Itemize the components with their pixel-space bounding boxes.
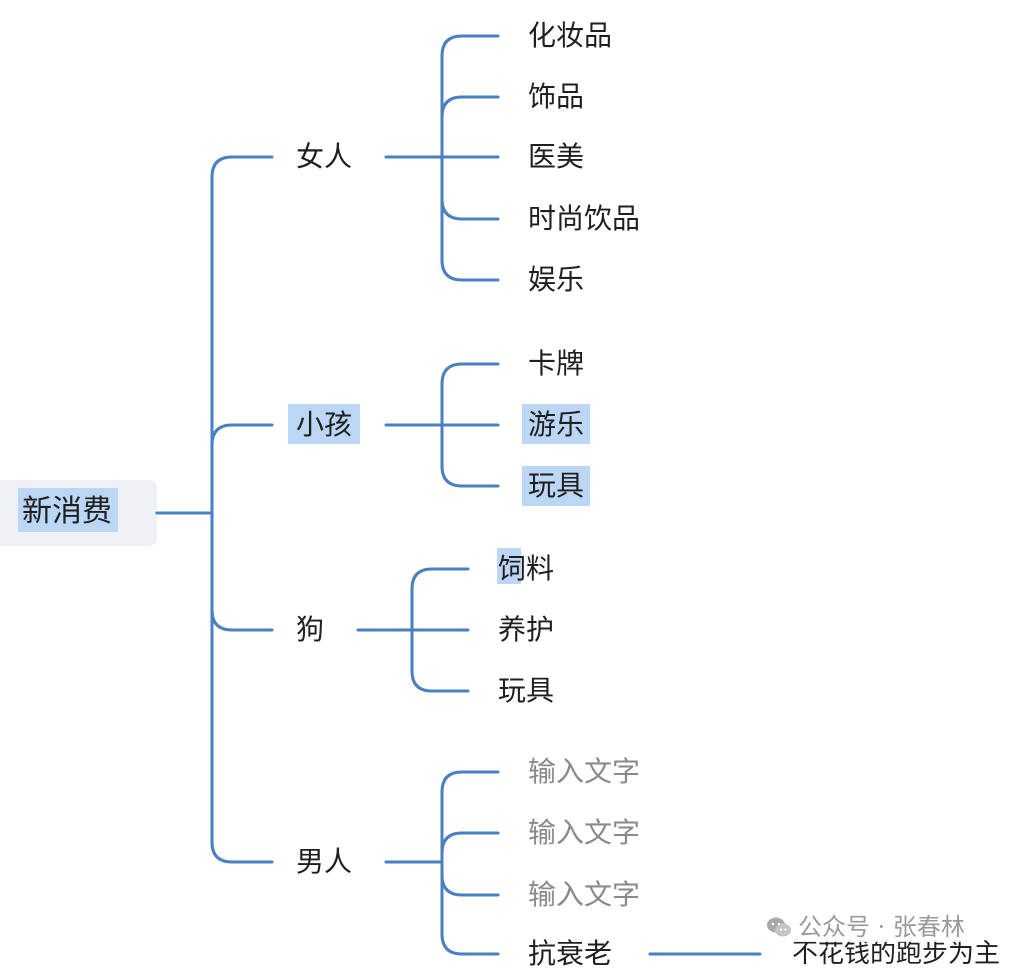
watermark-text: 公众号 · 张春林 bbox=[798, 913, 965, 941]
women-child-entertainment[interactable]: 娱乐 bbox=[528, 263, 585, 296]
branch-dog[interactable]: 狗 bbox=[296, 613, 325, 646]
branch-men[interactable]: 男人 bbox=[296, 845, 353, 878]
dog-child-feed[interactable]: 饲料 bbox=[498, 552, 555, 585]
men-child-placeholder-1[interactable]: 输入文字 bbox=[528, 755, 641, 788]
kids-child-cards[interactable]: 卡牌 bbox=[528, 347, 585, 380]
trunk-to-kids-line bbox=[210, 423, 274, 447]
wechat-icon bbox=[767, 917, 791, 937]
branch-women[interactable]: 女人 bbox=[296, 140, 353, 173]
women-child-cosmetics[interactable]: 化妆品 bbox=[528, 19, 613, 52]
child-highlight-amusement bbox=[522, 404, 590, 444]
root-text-highlight bbox=[18, 488, 118, 532]
women-bracket-line bbox=[440, 34, 500, 282]
trunk-to-dog-line bbox=[210, 608, 274, 632]
kids-child-toys[interactable]: 玩具 bbox=[528, 469, 585, 502]
women-to-drinks-line bbox=[440, 197, 500, 221]
dog-child-care[interactable]: 养护 bbox=[498, 613, 555, 646]
root-node-label[interactable]: 新消费 bbox=[22, 494, 112, 529]
dog-child-toys[interactable]: 玩具 bbox=[498, 674, 555, 707]
main-trunk-line bbox=[210, 155, 274, 864]
kids-child-amusement[interactable]: 游乐 bbox=[528, 408, 585, 441]
child-highlight-kids-toys bbox=[522, 466, 590, 506]
women-to-jewelry-line bbox=[440, 95, 500, 119]
men-child-placeholder-3[interactable]: 输入文字 bbox=[528, 878, 641, 911]
watermark: 公众号 · 张春林 bbox=[762, 912, 969, 942]
women-child-aesthetics[interactable]: 医美 bbox=[528, 140, 585, 173]
women-child-jewelry[interactable]: 饰品 bbox=[528, 80, 585, 113]
women-child-drinks[interactable]: 时尚饮品 bbox=[528, 202, 641, 235]
men-child-placeholder-2[interactable]: 输入文字 bbox=[528, 816, 641, 849]
kids-bracket-line bbox=[440, 362, 500, 488]
branch-highlight-kids bbox=[288, 404, 360, 444]
child-highlight-feed-partial bbox=[497, 548, 521, 584]
branch-kids[interactable]: 小孩 bbox=[296, 408, 353, 441]
dog-bracket-line bbox=[410, 567, 470, 693]
men-bracket-line bbox=[440, 770, 500, 956]
men-to-text3-line bbox=[440, 873, 500, 897]
antiaging-note[interactable]: 不花钱的跑步为主 bbox=[792, 939, 1001, 969]
men-child-antiaging[interactable]: 抗衰老 bbox=[528, 937, 613, 970]
men-to-text2-line bbox=[440, 831, 500, 855]
